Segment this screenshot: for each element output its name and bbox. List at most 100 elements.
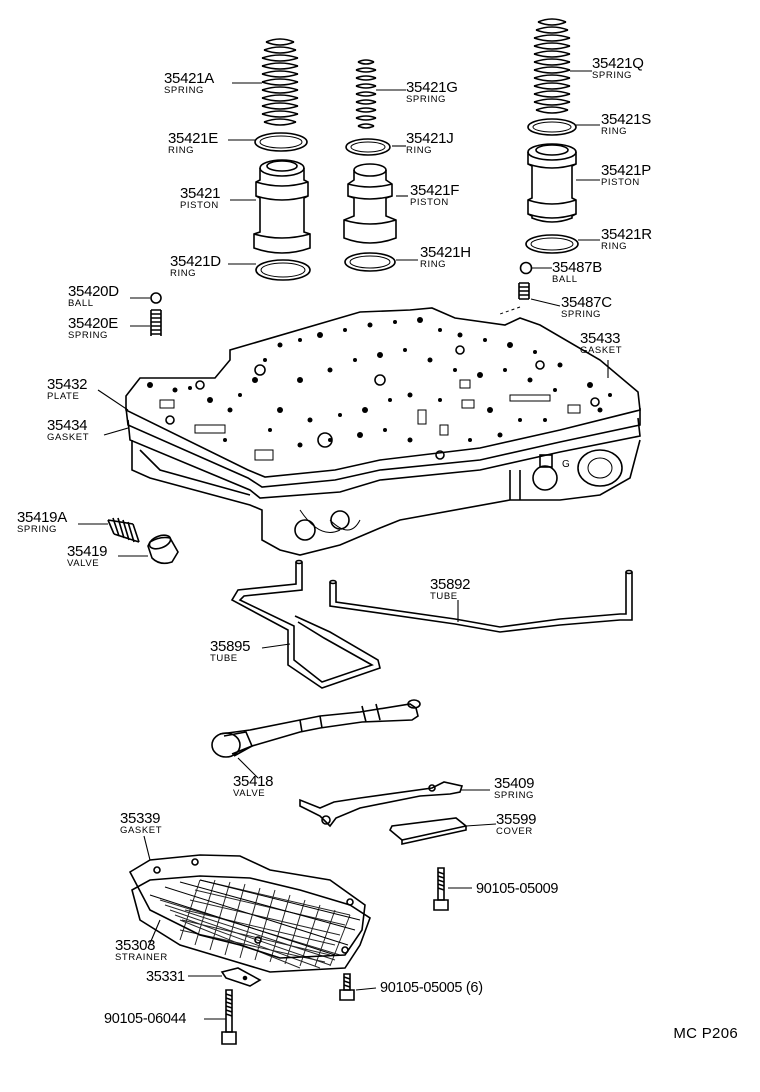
part-description: VALVE [233,788,266,799]
part-description: STRAINER [115,952,168,963]
bracket-35331-drawing [220,967,262,987]
part-number: 35432 [47,376,88,393]
part-description: PISTON [601,177,640,188]
part-number: 35892 [430,576,471,593]
ring-35421r-drawing [525,234,579,254]
label-35421r: 35421R RING [601,227,652,252]
spring-35409-drawing [299,781,464,828]
part-number: 35420E [68,315,118,332]
bolt-9010506044-drawing [221,989,237,1045]
label-35420e: 35420E SPRING [68,316,118,341]
part-description: SPRING [406,94,447,105]
part-description: COVER [496,826,533,837]
part-description: RING [601,241,628,252]
part-number: 35434 [47,417,88,434]
part-number: 35419 [67,543,108,560]
part-number: 35421Q [592,55,644,72]
part-description: GASKET [580,345,623,356]
part-number: 35421J [406,130,454,147]
cover-35599-drawing [389,817,468,845]
part-description: RING [406,145,433,156]
part-description: GASKET [47,432,90,443]
part-number: 90105-05009 [476,881,559,897]
label-9010505005: 90105-05005 (6) [380,981,483,996]
part-description: RING [170,268,197,279]
part-number: 90105-06044 [104,1011,187,1027]
label-35418: 35418 VALVE [233,774,274,799]
svg-text:G: G [562,459,570,470]
part-number: 35421A [164,70,214,87]
label-35421g: 35421G SPRING [406,80,458,105]
part-description: SPRING [494,790,535,801]
piston-35421f-drawing [343,163,397,244]
spring-35421q-drawing [533,18,571,114]
part-number: 35421F [410,182,460,199]
part-number: 35331 [146,969,185,985]
part-number: 35421 [180,185,221,202]
part-description: BALL [552,274,578,285]
part-description: SPRING [592,70,633,81]
part-number: 35487C [561,294,612,311]
spring-35420e-drawing [150,309,162,336]
label-35421f: 35421F PISTON [410,183,459,208]
label-35421j: 35421J RING [406,130,454,156]
label-35331: 35331 [146,970,185,985]
tube-35895-drawing [230,559,381,689]
spring-35421g-drawing [355,59,377,129]
valve-35419-drawing [147,534,179,565]
part-number: 35421P [601,162,651,179]
label-35421s: 35421S RING [601,112,651,137]
label-35892: 35892 TUBE [430,576,471,602]
ball-35420d-drawing [150,292,162,304]
part-number: 35303 [115,937,156,954]
valve-body-drawing: G [125,307,641,556]
ring-35421h-drawing [344,252,396,272]
ring-35421s-drawing [527,118,577,136]
label-35895: 35895 TUBE [210,639,251,664]
label-35421h: 35421H RING [420,245,471,270]
ball-35487b-drawing [519,261,533,275]
label-35421: 35421 PISTON [180,185,221,211]
part-description: GASKET [120,825,163,836]
label-35487b: 35487B BALL [552,260,602,285]
part-number: 35487B [552,259,602,276]
ring-35421e-drawing [254,132,308,152]
label-35303: 35303 STRAINER [115,938,168,963]
part-number: 35421R [601,226,652,243]
part-description: SPRING [68,330,109,341]
part-number: 35419A [17,509,67,526]
part-number: 90105-05005 (6) [380,980,483,996]
part-number: 35421E [168,130,218,147]
part-number: 35409 [494,775,535,792]
label-35421a: 35421A SPRING [164,71,214,96]
part-number: 35433 [580,330,621,347]
label-35409: 35409 SPRING [494,775,535,801]
part-description: RING [168,145,195,156]
part-description: BALL [68,298,94,309]
part-description: SPRING [17,524,58,535]
part-description: PISTON [180,200,219,211]
spring-35487c-drawing [518,282,530,300]
part-description: VALVE [67,558,100,569]
spring-35421a-drawing [261,38,299,126]
piston-35421-drawing [253,159,311,254]
strainer-assembly-drawing [128,854,371,973]
part-description: PLATE [47,391,80,402]
part-description: SPRING [164,85,205,96]
label-35421d: 35421D RING [170,254,221,279]
ring-35421d-drawing [255,259,311,281]
label-35421q: 35421Q SPRING [592,56,644,81]
part-description: RING [601,126,628,137]
label-35421e: 35421E RING [168,131,218,156]
part-description: TUBE [210,653,238,664]
page-reference: MC P206 [673,1025,738,1042]
label-35487c: 35487C SPRING [561,295,612,320]
label-35599: 35599 COVER [496,812,537,837]
tube-35892-drawing [329,569,633,633]
label-9010505009: 90105-05009 [476,882,558,897]
bolt-9010505009-drawing [433,867,449,911]
piston-35421p-drawing [527,143,577,223]
label-35420d: 35420D BALL [68,284,119,309]
part-number: 35421H [420,244,471,261]
